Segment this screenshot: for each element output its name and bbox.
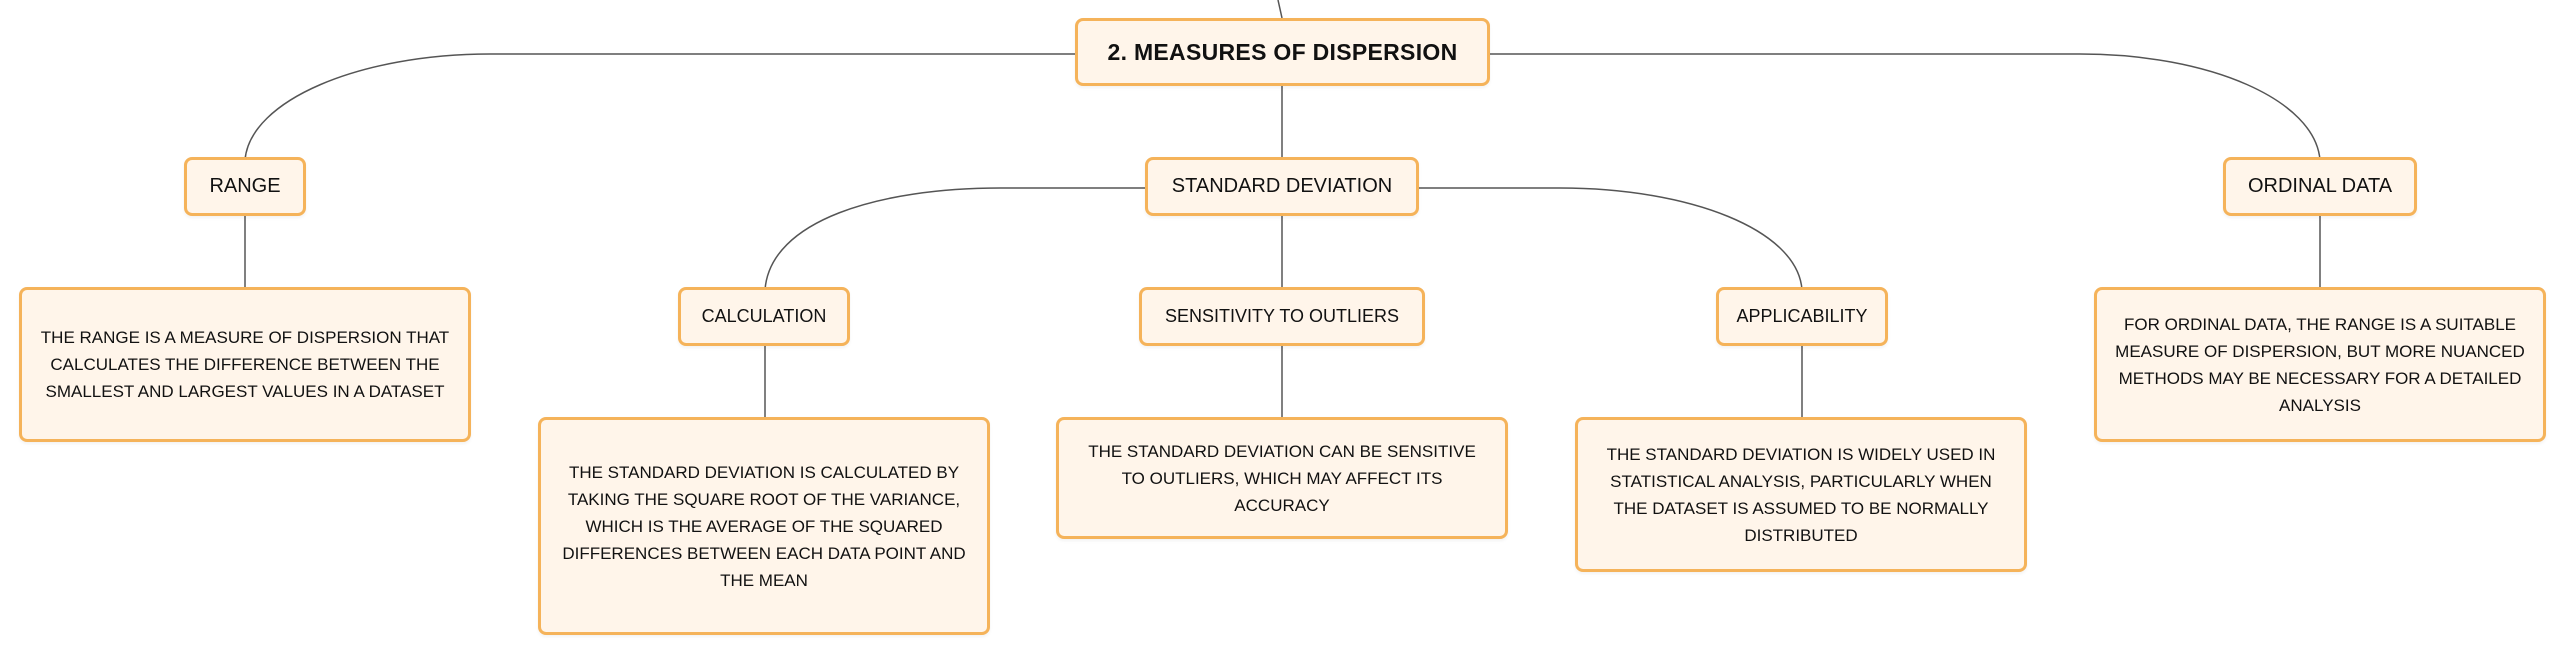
calculation-description: THE STANDARD DEVIATION IS CALCULATED BY …: [538, 417, 990, 635]
standard-deviation-node[interactable]: STANDARD DEVIATION: [1145, 157, 1419, 216]
range-node-label: RANGE: [209, 175, 281, 197]
sensitivity-to-outliers-node-label: SENSITIVITY TO OUTLIERS: [1164, 306, 1400, 326]
range-description: THE RANGE IS A MEASURE OF DISPERSION THA…: [19, 287, 471, 442]
connector-root-to-range: [244, 53, 1075, 161]
ordinal-data-node-label: ORDINAL DATA: [2247, 175, 2393, 197]
range-description-text: THE RANGE IS A MEASURE OF DISPERSION THA…: [40, 328, 450, 401]
applicability-node-label: APPLICABILITY: [1736, 306, 1868, 326]
root-node-label: 2. MEASURES OF DISPERSION: [1107, 38, 1458, 65]
calculation-description-text: THE STANDARD DEVIATION IS CALCULATED BY …: [562, 462, 966, 590]
connector-sd-to-applicability: [1419, 187, 1803, 291]
applicability-description-text: THE STANDARD DEVIATION IS WIDELY USED IN…: [1606, 444, 1996, 545]
ordinal-data-description-text: FOR ORDINAL DATA, THE RANGE IS A SUITABL…: [2115, 314, 2525, 415]
connector-root-to-ordinal-data: [1490, 53, 2321, 161]
connector-parent-to-root: [1277, 0, 1283, 19]
standard-deviation-node-label: STANDARD DEVIATION: [1171, 175, 1393, 197]
connector-sd-to-calculation: [764, 187, 1145, 291]
calculation-node[interactable]: CALCULATION: [678, 287, 850, 346]
root-node[interactable]: 2. MEASURES OF DISPERSION: [1075, 18, 1490, 86]
range-node[interactable]: RANGE: [184, 157, 306, 216]
calculation-node-label: CALCULATION: [701, 306, 827, 326]
ordinal-data-node[interactable]: ORDINAL DATA: [2223, 157, 2417, 216]
ordinal-data-description: FOR ORDINAL DATA, THE RANGE IS A SUITABL…: [2094, 287, 2546, 442]
applicability-description: THE STANDARD DEVIATION IS WIDELY USED IN…: [1575, 417, 2027, 572]
applicability-node[interactable]: APPLICABILITY: [1716, 287, 1888, 346]
sensitivity-description: THE STANDARD DEVIATION CAN BE SENSITIVE …: [1056, 417, 1508, 539]
sensitivity-description-text: THE STANDARD DEVIATION CAN BE SENSITIVE …: [1088, 441, 1476, 515]
sensitivity-to-outliers-node[interactable]: SENSITIVITY TO OUTLIERS: [1139, 287, 1425, 346]
